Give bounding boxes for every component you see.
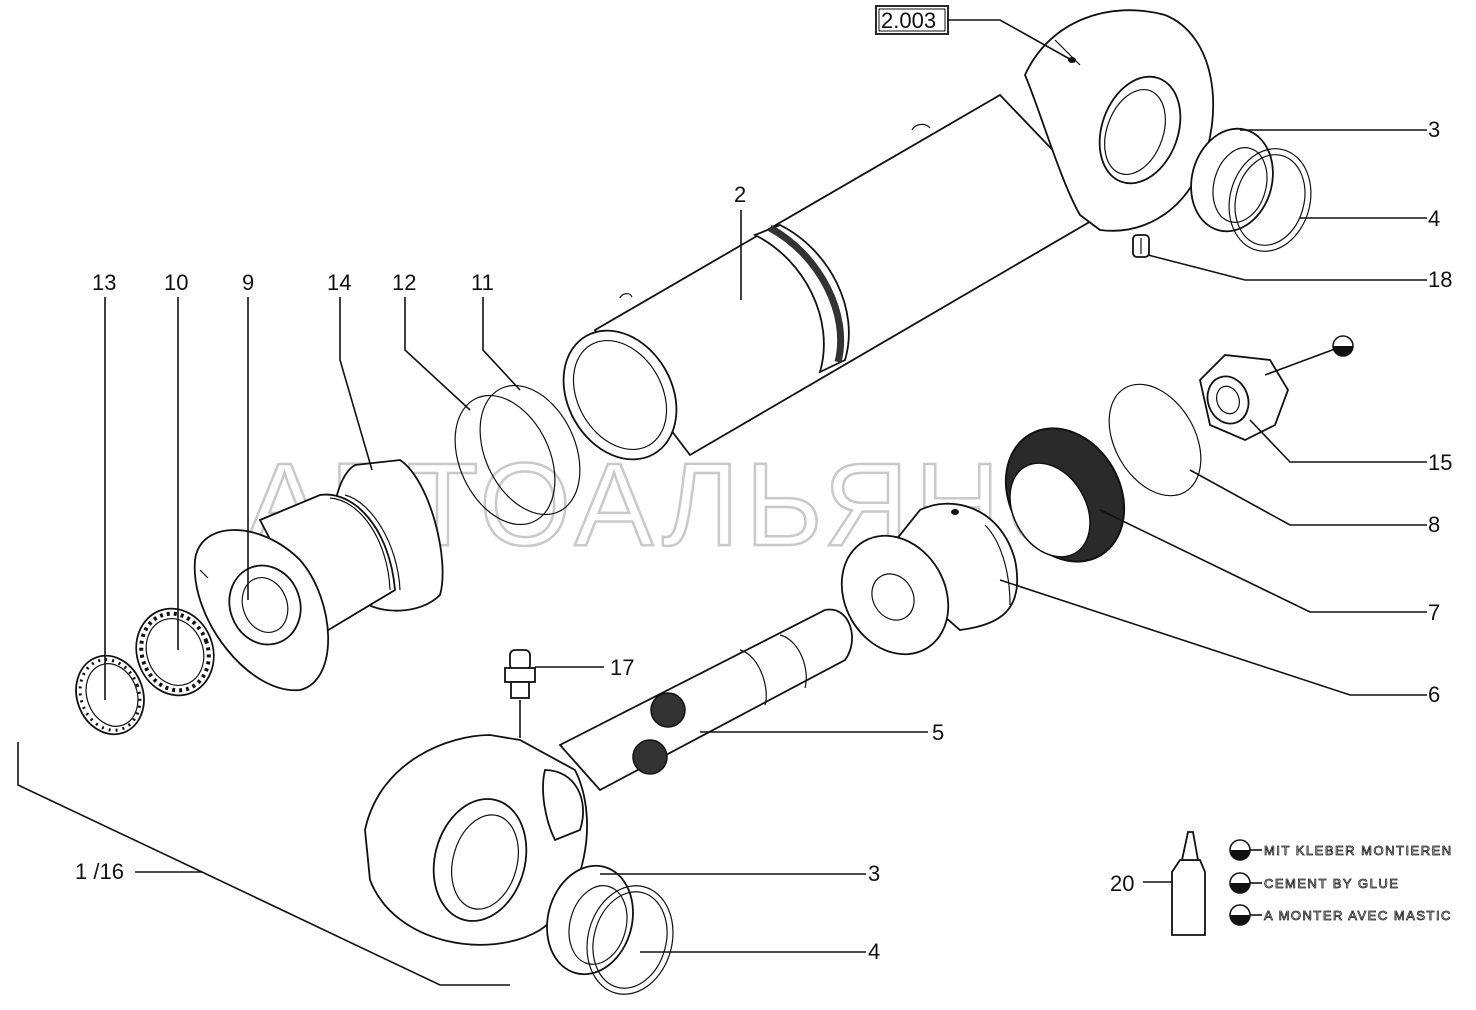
seal-ring-12	[454, 394, 556, 526]
circlip-bottom	[586, 885, 674, 995]
ref-box-label: 2.003	[881, 8, 936, 33]
rod-eye-bottom	[364, 734, 588, 946]
callout-13: 13	[92, 270, 116, 295]
snap-ring-8	[1108, 383, 1202, 497]
legend-item: A MONTER AVEC MASTIC	[1229, 904, 1452, 926]
callout-5: 5	[932, 720, 944, 745]
leader-lines	[17, 19, 1427, 986]
circlip-top	[1228, 148, 1312, 252]
callout-12: 12	[392, 270, 416, 295]
grease-nipple-17	[504, 649, 536, 699]
callout-3-top: 3	[1428, 117, 1440, 142]
callout-14: 14	[327, 270, 351, 295]
glue-marker-icon	[1332, 335, 1354, 357]
cylinder-barrel	[562, 93, 1112, 461]
callout-17: 17	[610, 655, 634, 680]
legend-item: CEMENT BY GLUE	[1229, 872, 1399, 894]
callout-9: 9	[242, 270, 254, 295]
callout-8: 8	[1428, 512, 1440, 537]
needle-bearing-10	[135, 607, 215, 697]
callout-4-bottom: 4	[868, 939, 880, 964]
callout-15: 15	[1428, 450, 1452, 475]
glue-tube-20	[1171, 831, 1206, 936]
piston-rod-5	[558, 608, 853, 792]
piston-14	[258, 459, 444, 637]
callout-10: 10	[164, 270, 188, 295]
callout-11: 11	[471, 270, 494, 295]
callout-2: 2	[734, 182, 746, 207]
callout-1-16: 1 /16	[75, 859, 124, 884]
callout-20: 20	[1110, 871, 1134, 896]
set-screw-18	[1132, 234, 1150, 258]
callout-18: 18	[1428, 267, 1452, 292]
legend: MIT KLEBER MONTIEREN CEMENT BY GLUE A MO…	[1229, 839, 1453, 926]
callout-6: 6	[1428, 682, 1440, 707]
bushing-bottom	[546, 864, 634, 976]
callout-4-top: 4	[1428, 206, 1440, 231]
legend-text-fr: A MONTER AVEC MASTIC	[1264, 908, 1452, 923]
guide-head-6	[840, 502, 1019, 656]
callout-3-bottom: 3	[868, 861, 880, 886]
seal-ring-11	[479, 384, 581, 516]
ring-13	[75, 654, 145, 736]
ref-box: 2.003	[875, 5, 949, 35]
callout-7: 7	[1428, 600, 1440, 625]
nut-15	[1199, 354, 1289, 441]
legend-item: MIT KLEBER MONTIEREN	[1229, 839, 1453, 861]
legend-text-en: CEMENT BY GLUE	[1264, 876, 1399, 891]
piston-nut-9	[193, 529, 330, 691]
legend-text-de: MIT KLEBER MONTIEREN	[1264, 843, 1453, 858]
wiper-7	[1004, 427, 1126, 563]
barrel-rod-eye	[1024, 9, 1215, 232]
